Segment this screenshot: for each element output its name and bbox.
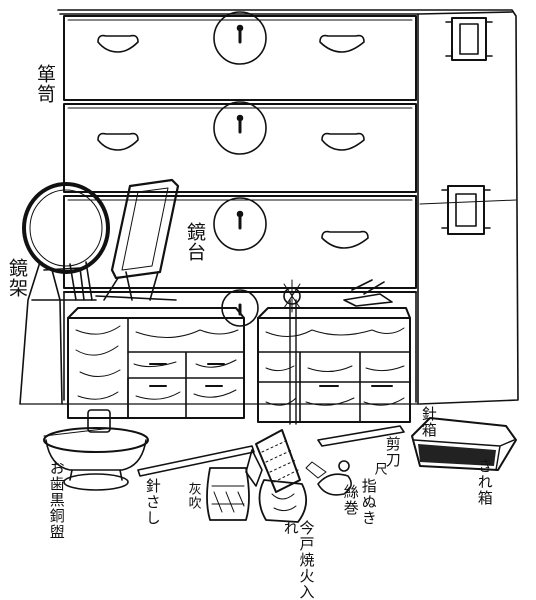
label-kyodai: 鏡台 [183, 222, 206, 262]
label-kire-bako: きれ箱 [475, 458, 494, 506]
mirror-stand [95, 178, 180, 301]
sewing-box [257, 279, 411, 425]
iron [137, 429, 301, 493]
label-harisashi: 針さし [143, 478, 162, 526]
label-yubinuki: 指ぬき [359, 478, 378, 526]
label-itomaki: 絲巻 [341, 484, 360, 516]
tansu-chest [19, 9, 519, 405]
label-hasami: 剪刀 [383, 436, 402, 468]
brass-basin [43, 409, 149, 491]
label-hibuki: 灰吹 [185, 482, 201, 510]
label-shaku: 尺 [371, 462, 387, 476]
cloth-box [411, 417, 517, 471]
pottery-brazier [258, 479, 308, 523]
round-mirror-frame [19, 182, 110, 405]
label-tansu: 箪笥 [33, 64, 56, 104]
thread-spool [305, 460, 352, 496]
toilet-chest [67, 307, 245, 419]
ruler [317, 425, 405, 447]
ash-tube [206, 467, 250, 521]
label-hari-bako: 針箱 [419, 406, 438, 438]
label-kyoka: 鏡架 [5, 258, 28, 298]
label-imadoyaki: 今戸焼火入れ [281, 520, 316, 600]
label-ohaguro: お歯黒銅盥 [47, 460, 66, 540]
